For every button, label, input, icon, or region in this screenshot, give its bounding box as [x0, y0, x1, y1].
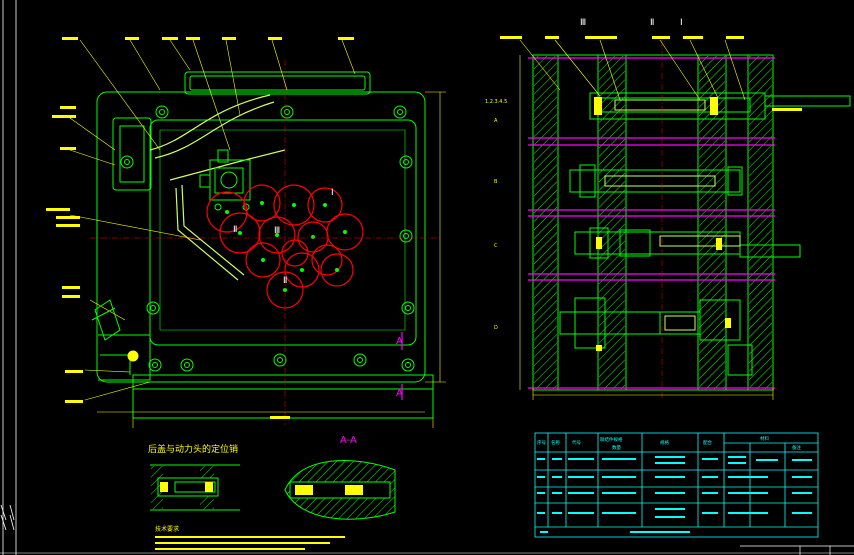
- spec-table: 联结件规格 序号 名称 代号 数量 规格 配合 材料 备注: [534, 432, 819, 538]
- table-title: 联结件规格: [600, 436, 623, 443]
- table-header-1: 序号: [537, 439, 546, 446]
- table-header-8: 备注: [792, 444, 801, 451]
- shaft-row-id-3: B: [494, 179, 498, 185]
- table-header-5: 规格: [660, 439, 669, 446]
- table-header-2: 名称: [551, 439, 560, 446]
- front-view-bolt-holes: [120, 105, 415, 372]
- side-shafts-highlights: [604, 99, 741, 331]
- shaft-row-id-1: 1.2.3.4.5: [485, 99, 507, 105]
- side-roman-2: Ⅱ: [650, 18, 654, 28]
- shaft-row-id-2: A: [494, 118, 498, 124]
- gear-id-1: Ⅰ: [331, 188, 334, 198]
- sight-glass: [91, 299, 121, 341]
- side-roman-3: Ⅲ: [580, 18, 586, 28]
- title-block-stub: [740, 545, 854, 555]
- table-header-3: 代号: [572, 439, 581, 446]
- side-dimensions: [519, 39, 774, 400]
- table-header-4: 数量: [612, 444, 621, 451]
- table-header-6: 配合: [703, 439, 712, 446]
- section-mark-lower: A: [396, 388, 403, 399]
- gear-circles: [206, 184, 364, 309]
- gear-id-4: Ⅱ: [283, 276, 287, 286]
- section-mark-upper: A: [396, 336, 403, 347]
- side-view: Ⅲ Ⅱ Ⅰ 1.2.3.4.5 A B C D: [485, 18, 851, 400]
- center-lines: [90, 60, 440, 425]
- side-leader-labels: [500, 36, 802, 111]
- front-dimensions: [69, 39, 446, 428]
- front-leader-labels: [46, 37, 354, 419]
- positioning-pin-detail: 后盖与动力头的定位销: [148, 443, 240, 511]
- section-aa-detail: A-A: [284, 435, 396, 520]
- positioning-pin-title: 后盖与动力头的定位销: [148, 443, 238, 455]
- tech-notes-title: 技术要求: [155, 525, 179, 533]
- table-header-7: 材料: [760, 435, 769, 442]
- section-aa-title: A-A: [340, 435, 357, 446]
- shaft-row-id-4: C: [494, 243, 498, 249]
- shaft-row-id-5: D: [494, 325, 498, 331]
- gear-id-2: Ⅱ: [233, 225, 237, 235]
- table-cell-marks: [537, 456, 812, 533]
- side-roman-1: Ⅰ: [680, 18, 683, 28]
- gear-id-3: Ⅲ: [274, 226, 280, 236]
- front-view: Ⅰ Ⅱ Ⅲ Ⅱ: [46, 37, 446, 428]
- oil-pipe: [149, 94, 286, 281]
- technical-requirements: 技术要求: [155, 525, 345, 550]
- side-bearing-marks: [594, 97, 731, 351]
